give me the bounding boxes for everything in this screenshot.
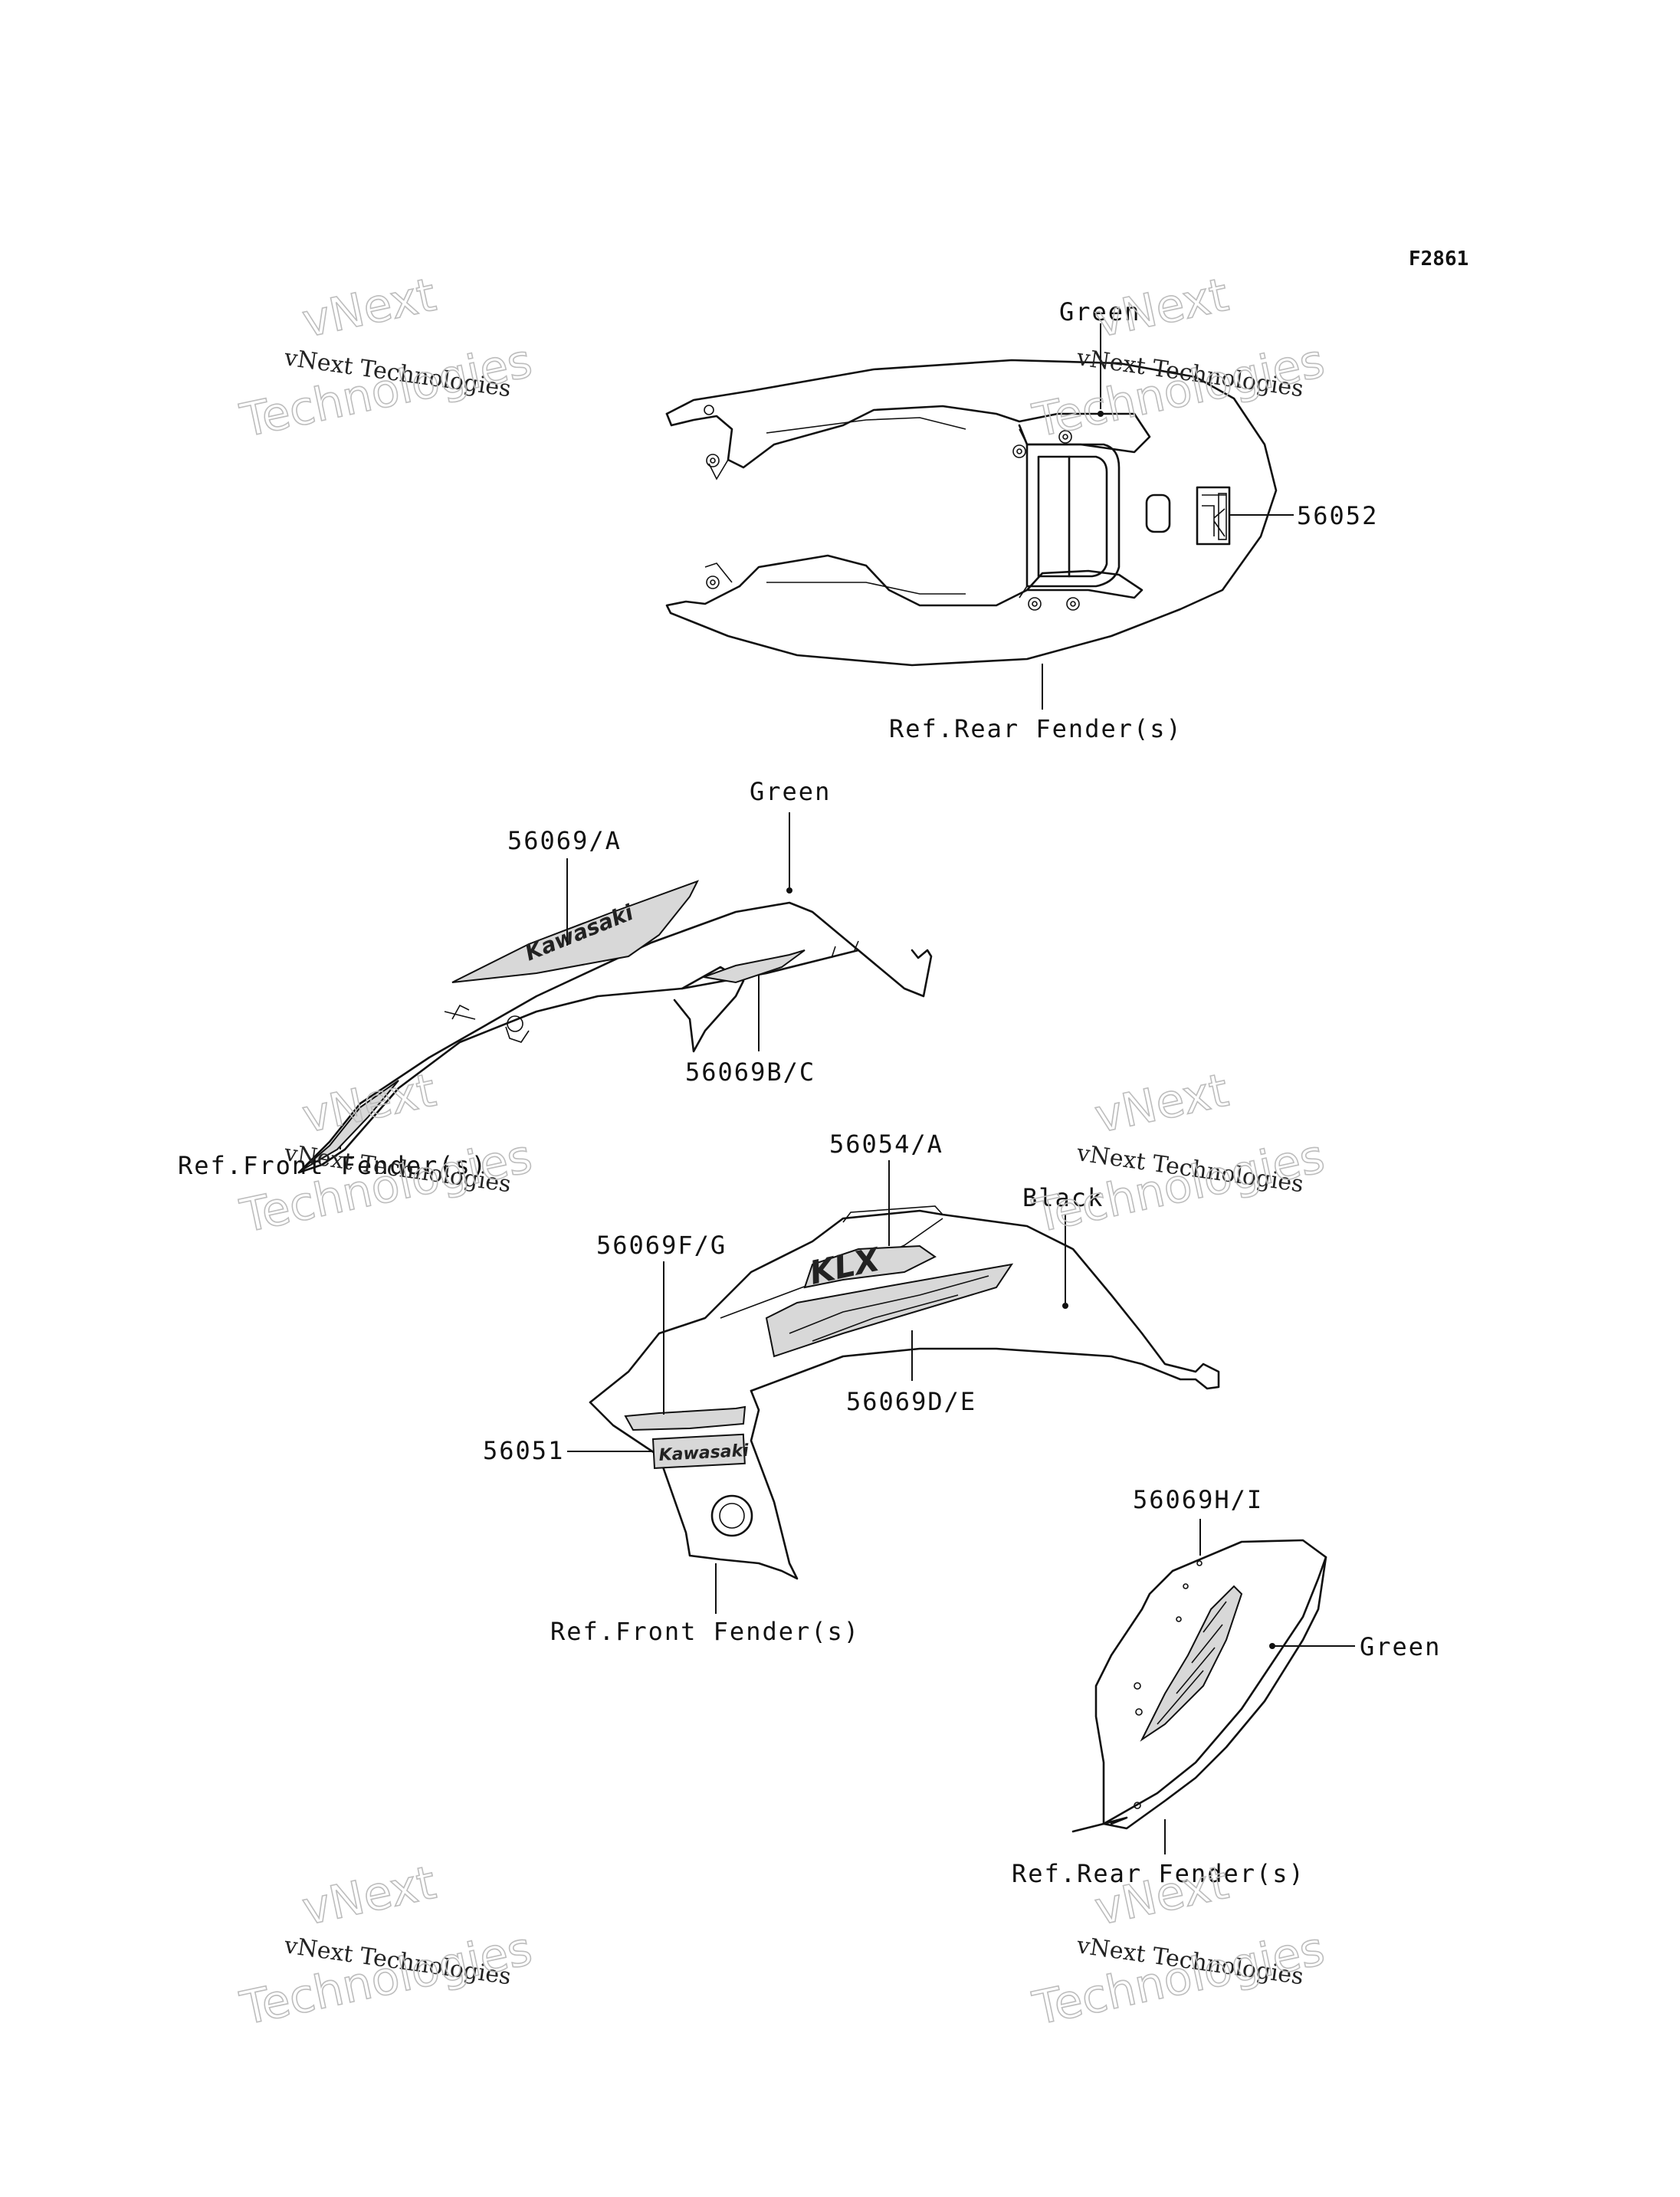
- label-56069BC: 56069B/C: [685, 1058, 815, 1087]
- side-shroud-right: KLX Kawasaki: [589, 1205, 1220, 1580]
- watermark: vNext vNext Technologies Technologies: [1028, 1063, 1330, 1244]
- label-56069HI: 56069H/I: [1133, 1485, 1263, 1514]
- stripe-decal-fg: [624, 1405, 746, 1431]
- label-56069FG: 56069F/G: [596, 1231, 727, 1260]
- watermark-bottom: Technologies: [1029, 1922, 1330, 2036]
- label-ref-front-fender-2: Ref.Front Fender(s): [550, 1617, 860, 1646]
- leader-dot: [1062, 1303, 1068, 1309]
- klx-logo-text: KLX: [806, 1240, 884, 1292]
- leader-dot: [1269, 1643, 1275, 1649]
- watermark-bottom: Technologies: [236, 1130, 537, 1244]
- label-56069A: 56069/A: [507, 826, 622, 855]
- watermark-top: vNext: [298, 268, 441, 349]
- stripe-decal-bc: [701, 949, 806, 984]
- label-green-rear-fender: Green: [1360, 1632, 1441, 1661]
- watermark-top: vNext: [1091, 1064, 1233, 1144]
- watermark-bottom: Technologies: [1029, 1130, 1330, 1244]
- figure-id: F2861: [1409, 248, 1468, 271]
- watermark-bottom: Technologies: [1029, 334, 1330, 448]
- label-ref-rear-fender-2: Ref.Rear Fender(s): [1012, 1859, 1305, 1888]
- kawasaki-emblem-decal: [1196, 486, 1231, 546]
- watermark-top: vNext: [1091, 268, 1233, 349]
- watermark-top: vNext: [298, 1856, 441, 1936]
- label-ref-rear-fender-1: Ref.Rear Fender(s): [889, 714, 1183, 743]
- side-shroud-left: Kawasaki: [297, 880, 933, 1174]
- kawasaki-emblem-56051: [651, 1433, 746, 1469]
- watermark-top: vNext: [298, 1064, 441, 1144]
- klx-decal: KLX: [803, 1240, 937, 1292]
- label-green-side: Green: [750, 777, 831, 806]
- stripe-decal-de: [765, 1263, 1014, 1358]
- label-56052: 56052: [1297, 501, 1378, 530]
- watermark-bottom: Technologies: [236, 334, 537, 448]
- label-green-top: Green: [1059, 297, 1140, 326]
- leader-dot: [1098, 411, 1104, 417]
- rear-fender-top-view: [665, 359, 1278, 667]
- leader-dot: [786, 887, 792, 894]
- label-56054A: 56054/A: [829, 1130, 943, 1159]
- label-56051: 56051: [483, 1436, 564, 1465]
- label-black: Black: [1022, 1183, 1104, 1212]
- label-ref-front-fender-1: Ref.Front Fender(s): [178, 1151, 487, 1180]
- watermark: vNext vNext Technologies Technologies: [235, 1855, 537, 2037]
- label-56069DE: 56069D/E: [846, 1387, 976, 1416]
- front-tip-decal: [300, 1080, 399, 1172]
- watermark: vNext vNext Technologies Technologies: [1028, 267, 1330, 449]
- watermark: vNext vNext Technologies Technologies: [235, 267, 537, 449]
- kawasaki-side-decal: [451, 880, 700, 983]
- watermark-bottom: Technologies: [236, 1922, 537, 2036]
- rear-fender-side: [1071, 1539, 1327, 1833]
- kawasaki-logo-text-2: Kawasaki: [658, 1441, 750, 1465]
